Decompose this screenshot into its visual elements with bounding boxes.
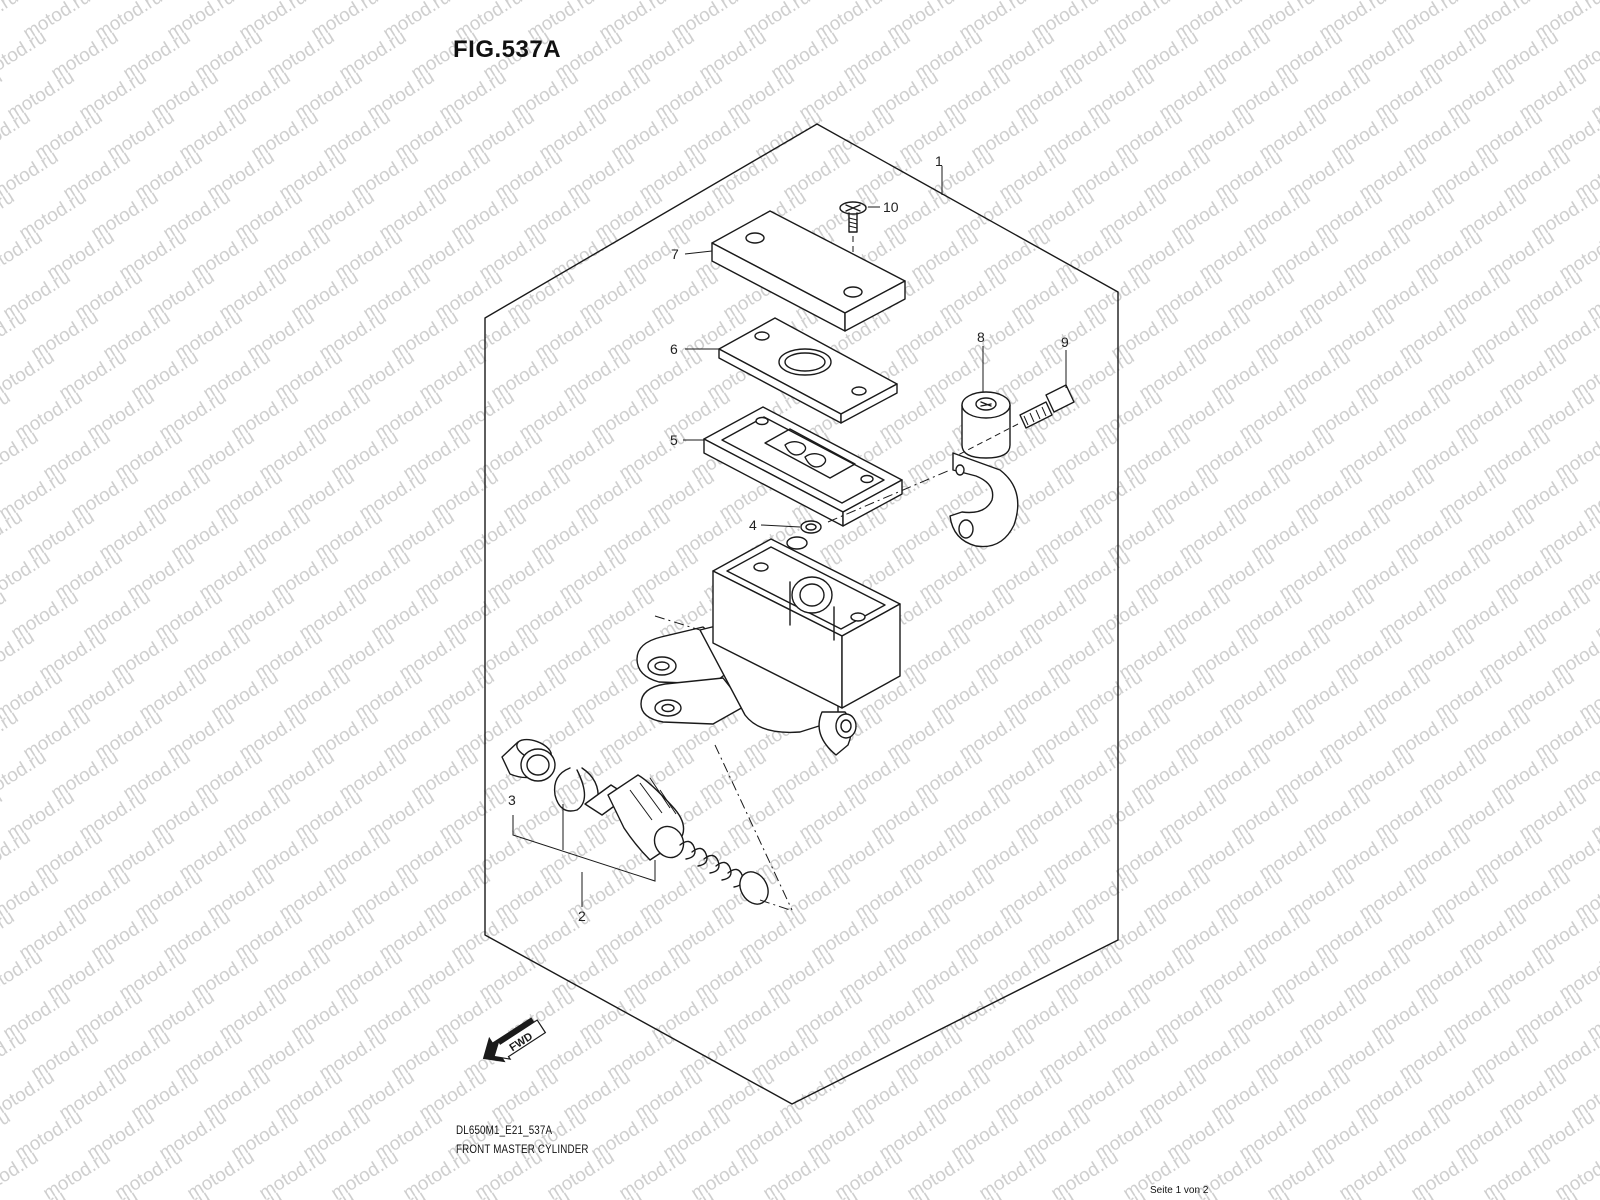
callout-10: 10	[883, 199, 899, 215]
diagram-name: FRONT MASTER CYLINDER	[456, 1144, 589, 1156]
callout-5: 5	[670, 432, 678, 448]
callout-9: 9	[1061, 334, 1069, 350]
part-8-clamp-holder-icon	[949, 391, 1019, 548]
part-6-diaphragm-plate-icon	[718, 317, 898, 424]
part-2-piston-icon	[584, 774, 769, 905]
callout-7: 7	[671, 246, 679, 262]
callout-2: 2	[578, 908, 586, 924]
page-indicator: Seite 1 von 2	[1150, 1185, 1209, 1196]
callout-4: 4	[749, 517, 757, 533]
part-7-reservoir-cap-icon	[711, 210, 906, 332]
callout-8: 8	[977, 329, 985, 345]
fwd-arrow-icon: FWD	[482, 1017, 547, 1063]
part-5-diaphragm-icon	[703, 406, 903, 527]
callout-3: 3	[508, 792, 516, 808]
callout-6: 6	[670, 341, 678, 357]
callout-1: 1	[935, 153, 943, 169]
watermark-text: motod.ru	[1576, 0, 1600, 4]
part-4-ring-icon	[800, 520, 822, 534]
part-3-boot-icon	[501, 738, 556, 782]
master-cylinder-body-icon	[636, 536, 901, 756]
diagram-code: DL650M1_E21_537A	[456, 1125, 553, 1137]
